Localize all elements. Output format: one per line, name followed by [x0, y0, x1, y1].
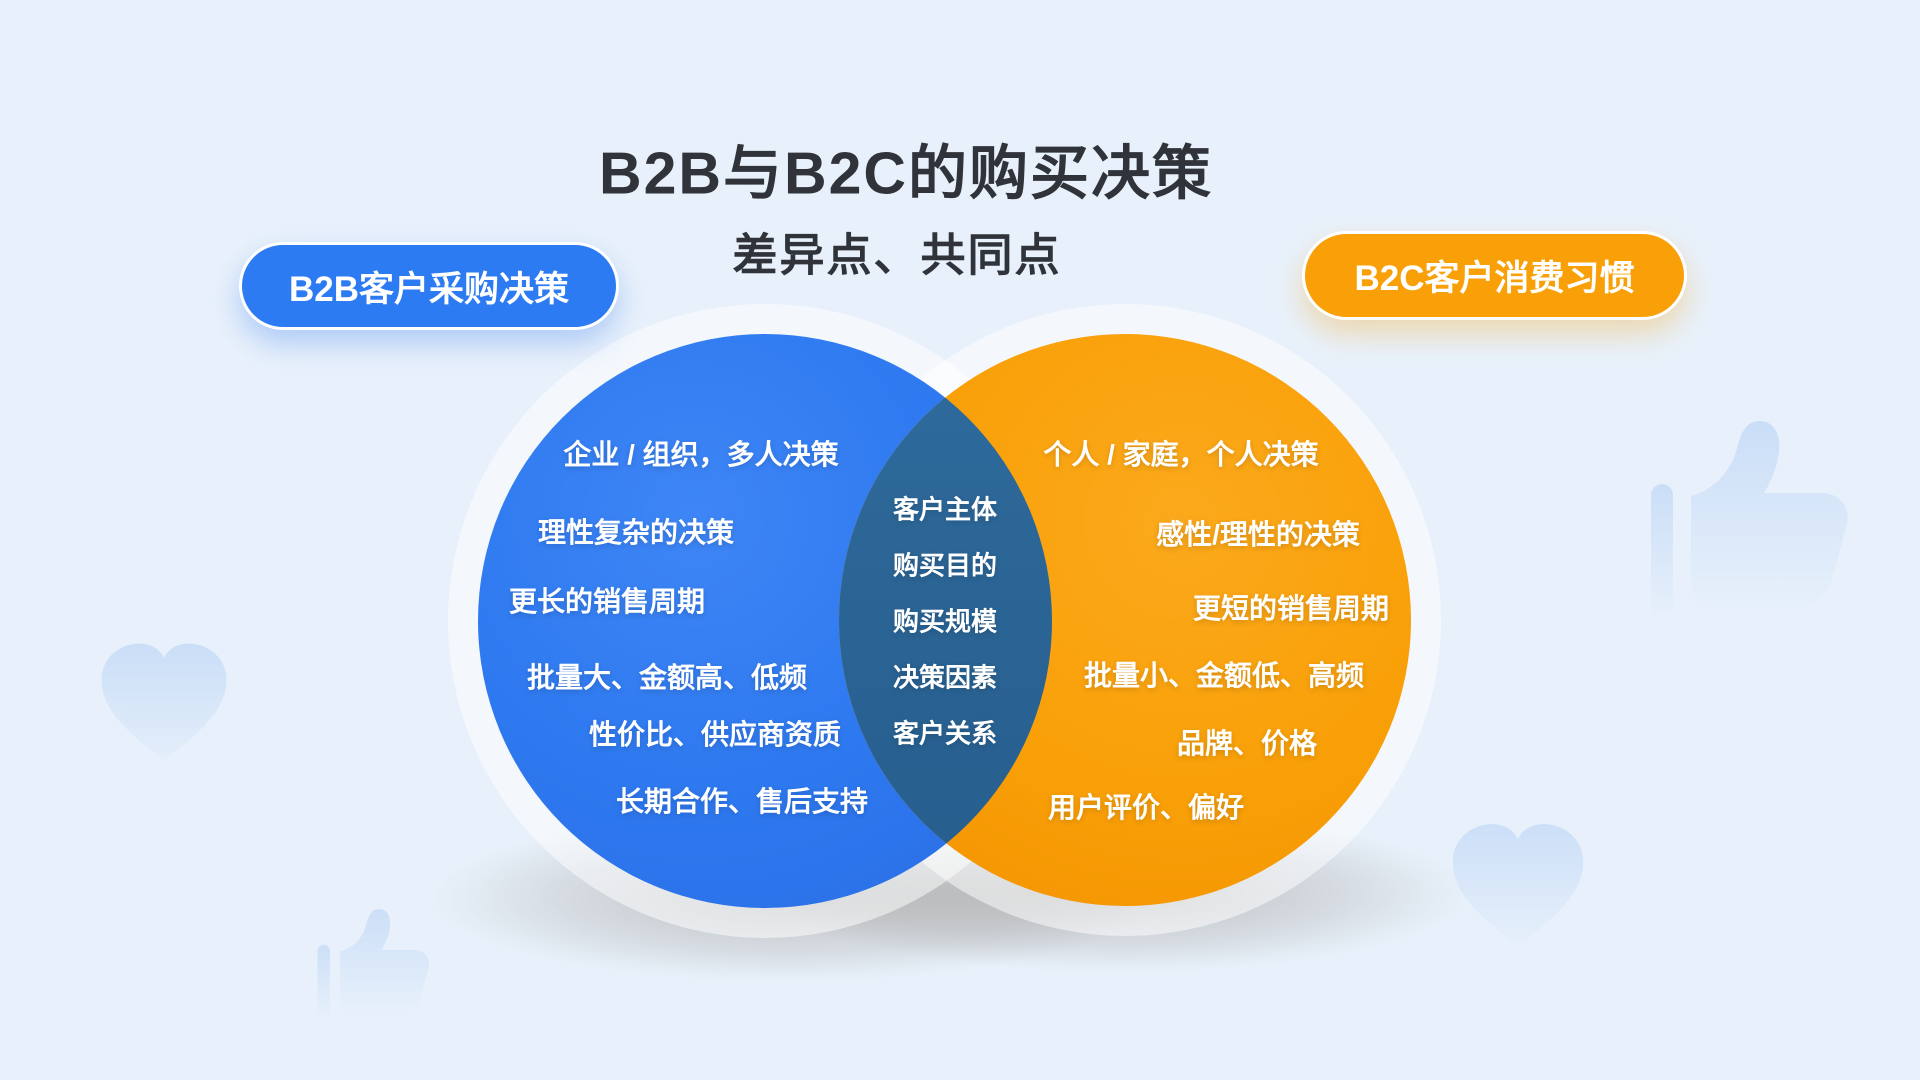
- b2c-item: 批量小、金额低、高频: [1083, 660, 1365, 691]
- thumb-hand: [340, 909, 430, 1016]
- b2c-item: 个人 / 家庭，个人决策: [1043, 439, 1319, 470]
- b2b-label-pill: B2B客户采购决策: [239, 242, 619, 330]
- b2b-item: 更长的销售周期: [508, 586, 706, 617]
- b2c-item: 用户评价、偏好: [1047, 792, 1245, 823]
- b2c-item: 感性/理性的决策: [1156, 519, 1360, 550]
- page-subtitle: 差异点、共同点: [732, 229, 1062, 281]
- thumb-bar: [317, 944, 330, 1020]
- overlap-item: 客户关系: [892, 718, 998, 749]
- page-title: B2B与B2C的购买决策: [598, 140, 1214, 207]
- b2b-item: 批量大、金额高、低频: [526, 662, 808, 693]
- b2b-item: 长期合作、售后支持: [615, 786, 869, 817]
- overlap-item: 购买规模: [892, 606, 998, 637]
- b2b-item: 理性复杂的决策: [537, 517, 735, 548]
- overlap-item: 决策因素: [892, 662, 998, 693]
- heart-icon: [101, 643, 227, 761]
- b2b-item: 企业 / 组织，多人决策: [563, 439, 839, 470]
- overlap-region: [839, 334, 1052, 906]
- heart-shape: [1452, 824, 1584, 947]
- b2c-item: 品牌、价格: [1176, 728, 1318, 759]
- b2c-item: 更短的销售周期: [1192, 593, 1390, 624]
- b2b-label-text: B2B客户采购决策: [288, 269, 570, 309]
- heart-icon: [1452, 824, 1584, 947]
- thumbs-up-icon: [317, 909, 430, 1020]
- thumb-hand: [1691, 420, 1848, 608]
- b2b-item: 性价比、供应商资质: [588, 719, 842, 750]
- heart-shape: [101, 643, 227, 761]
- thumbs-up-icon: [1651, 420, 1848, 616]
- thumb-bar: [1651, 484, 1673, 616]
- b2c-label-text: B2C客户消费习惯: [1354, 259, 1635, 298]
- b2c-label-pill: B2C客户消费习惯: [1302, 231, 1687, 320]
- overlap-item: 购买目的: [892, 550, 998, 581]
- overlap-item: 客户主体: [892, 494, 998, 525]
